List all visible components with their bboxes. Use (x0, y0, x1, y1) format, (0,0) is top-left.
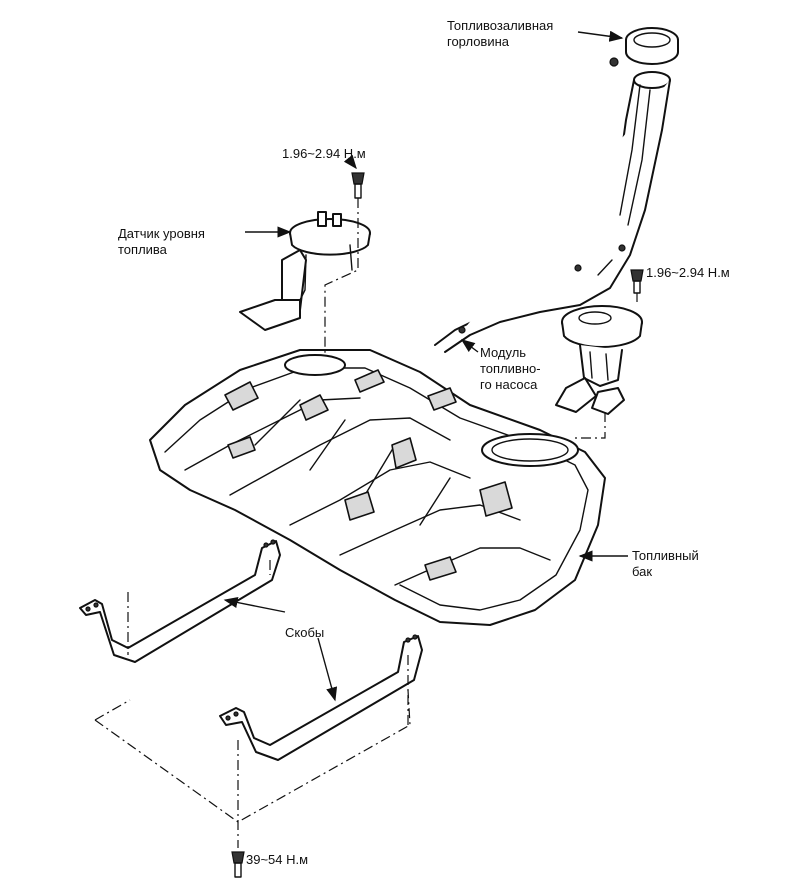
level-sensor-part (239, 172, 371, 331)
filler-neck-assembly (434, 27, 679, 353)
bracket-bolt (231, 851, 245, 878)
label-torque-brackets: 39~54 Н.м (246, 852, 309, 867)
label-torque-pump-module: 1.96~2.94 Н.м (646, 265, 730, 280)
label-filler-neck: Топливозаливная горловина (447, 18, 553, 50)
label-brackets: Скобы (285, 625, 325, 640)
label-pump-module-line1: Модуль (480, 345, 527, 360)
assembly-lines (94, 198, 638, 848)
label-filler-neck-line1: Топливозаливная (447, 18, 554, 33)
label-fuel-tank-line2: бак (632, 564, 653, 579)
fuel-tank (149, 349, 606, 626)
label-level-sensor: Датчик уровня топлива (118, 226, 205, 258)
label-pump-module-line2: топливно- (480, 361, 541, 376)
label-pump-module: Модуль топливно- го насоса (480, 345, 541, 393)
label-pump-module-line3: го насоса (480, 377, 538, 392)
fuel-pump-module-part (555, 269, 644, 415)
bracket-right (219, 634, 423, 761)
label-level-sensor-line2: топлива (118, 242, 167, 257)
bracket-left (79, 539, 281, 663)
label-level-sensor-line1: Датчик уровня (118, 226, 205, 241)
leader-arrows (223, 30, 628, 702)
label-torque-level-sensor: 1.96~2.94 Н.м (282, 146, 366, 161)
label-filler-neck-line2: горловина (447, 34, 510, 49)
label-fuel-tank: Топливный бак (632, 548, 699, 580)
label-fuel-tank-line1: Топливный (632, 548, 699, 563)
